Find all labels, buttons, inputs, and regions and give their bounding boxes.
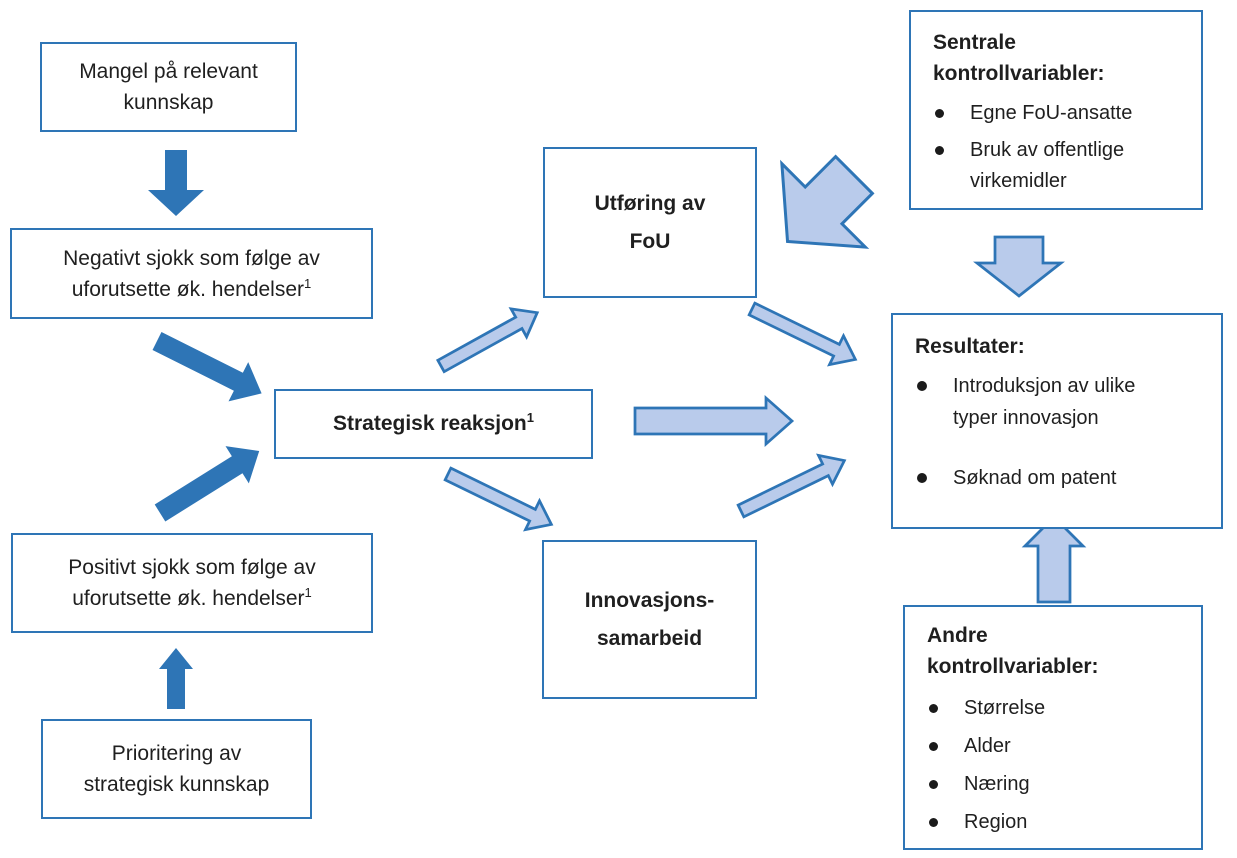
- bullet-item: Region: [925, 807, 1191, 838]
- box-utforing-av-fou: Utføring av FoU: [543, 147, 757, 298]
- bullet-list: Introduksjon av ulike typer innovasjon S…: [893, 370, 1221, 494]
- box-text-line: samarbeid: [596, 626, 703, 650]
- box-text-line: strategisk kunnskap: [83, 773, 270, 796]
- box-innovasjonssamarbeid: Innovasjons- samarbeid: [542, 540, 757, 699]
- arrow-strategisk-to-innovasjon-icon: [443, 466, 554, 532]
- box-title-line: kontrollvariabler:: [933, 62, 1105, 85]
- box-text-line: Negativt sjokk som følge av: [63, 246, 320, 270]
- arrow-prioritering-to-positivt-icon: [159, 648, 193, 709]
- box-text-line: Positivt sjokk som følge av: [68, 556, 316, 579]
- bullet-icon: [935, 146, 944, 155]
- footnote-marker: 1: [304, 275, 312, 291]
- bullet-icon: [929, 742, 938, 751]
- arrow-utforing-to-resultater-icon: [747, 301, 858, 367]
- arrow-andre-to-resultater-icon: [1021, 515, 1087, 604]
- arrow-strategisk-to-utforing-icon: [435, 307, 540, 374]
- box-title-line: Andre: [927, 624, 988, 647]
- bullet-icon: [929, 818, 938, 827]
- bullet-icon: [929, 780, 938, 789]
- box-sentrale-kontrollvariabler: Sentrale kontrollvariabler: Egne FoU-ans…: [909, 10, 1203, 210]
- box-title-line: Sentrale: [933, 31, 1016, 54]
- box-positivt-sjokk: Positivt sjokk som følge av uforutsette …: [11, 533, 373, 633]
- box-text-line: Prioritering av: [111, 742, 242, 765]
- footnote-marker: 1: [304, 585, 312, 600]
- box-strategisk-reaksjon: Strategisk reaksjon1: [274, 389, 593, 459]
- bullet-icon: [929, 704, 938, 713]
- box-negativt-sjokk: Negativt sjokk som følge av uforutsette …: [10, 228, 373, 319]
- bullet-item: Søknad om patent: [913, 462, 1211, 494]
- box-text-line: FoU: [629, 229, 671, 253]
- box-text-line: kunnskap: [123, 91, 214, 114]
- box-title-line: Resultater:: [915, 335, 1025, 358]
- bullet-icon: [917, 473, 927, 483]
- box-text-line: Innovasjons-: [584, 588, 715, 612]
- arrow-positivt-to-strategisk-icon: [154, 446, 260, 522]
- bullet-item: Introduksjon av ulike typer innovasjon: [913, 370, 1211, 434]
- arrow-sentrale-to-utforing-icon: [780, 154, 875, 249]
- box-text-line: Mangel på relevant: [79, 60, 258, 83]
- footnote-marker: 1: [526, 410, 534, 425]
- arrow-mangel-to-negativt-icon: [148, 150, 204, 216]
- bullet-list: Egne FoU-ansatte Bruk av offentlige virk…: [911, 98, 1201, 197]
- bullet-item: Næring: [925, 769, 1191, 800]
- bullet-list: Størrelse Alder Næring Region: [905, 693, 1201, 838]
- bullet-item: Størrelse: [925, 693, 1191, 724]
- bullet-item: Egne FoU-ansatte: [931, 98, 1191, 129]
- arrow-negativt-to-strategisk-icon: [152, 332, 262, 402]
- box-title-line: kontrollvariabler:: [927, 655, 1099, 678]
- bullet-item: Bruk av offentlige virkemidler: [931, 135, 1191, 197]
- box-text-line: uforutsette øk. hendelser1: [71, 275, 312, 301]
- bullet-item: Alder: [925, 731, 1191, 762]
- bullet-icon: [917, 381, 927, 391]
- arrow-innovasjon-to-resultater-icon: [736, 453, 847, 519]
- box-resultater: Resultater: Introduksjon av ulike typer …: [891, 313, 1223, 529]
- box-prioritering-av-strategisk-kunnskap: Prioritering av strategisk kunnskap: [41, 719, 312, 819]
- bullet-icon: [935, 109, 944, 118]
- box-text-line: uforutsette øk. hendelser1: [72, 585, 312, 610]
- box-mangel-pa-relevant-kunnskap: Mangel på relevant kunnskap: [40, 42, 297, 132]
- box-text-line: Utføring av: [594, 191, 706, 215]
- box-text-line: Strategisk reaksjon1: [332, 410, 534, 435]
- box-andre-kontrollvariabler: Andre kontrollvariabler: Størrelse Alder…: [903, 605, 1203, 850]
- arrow-sentrale-to-resultater-icon: [973, 235, 1065, 298]
- arrow-strategisk-to-resultater-icon: [633, 394, 795, 448]
